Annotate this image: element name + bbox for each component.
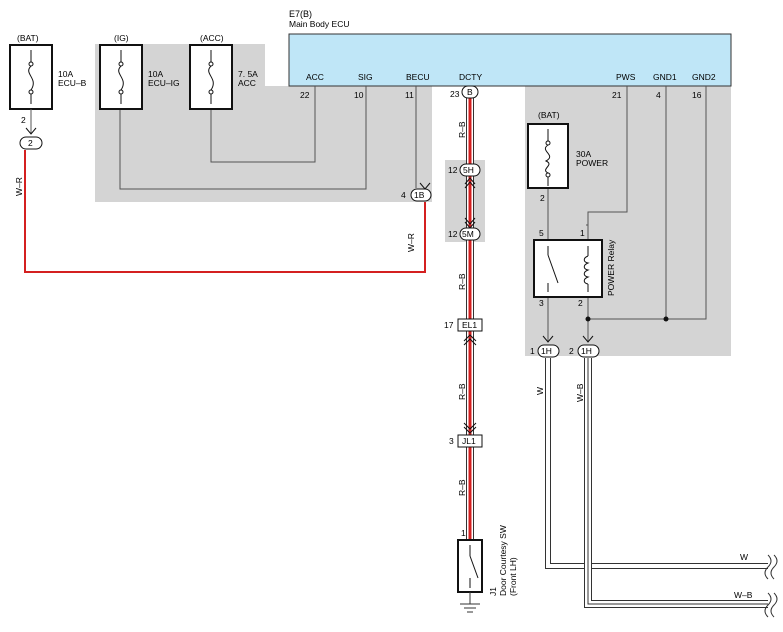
w-b-harness — [584, 358, 768, 608]
fuse-ecu-b: (BAT) 10A ECU–B 2 2 — [9, 33, 87, 150]
wire-label-w-b-out: W–B — [734, 590, 753, 600]
fuse-acc-source: (ACC) — [200, 33, 224, 43]
ecu-pin-label-dcty: DCTY — [459, 72, 482, 82]
ecu-pin-label-becu: BECU — [406, 72, 430, 82]
wire-label-w-b: W–B — [575, 383, 585, 402]
fuse-ecu-ig-rating: 10A — [148, 69, 163, 79]
ecu-connector-id: E7(B) — [289, 9, 312, 19]
connector-el1-pin: 17 — [444, 320, 454, 330]
connector-5m-label: 5M — [462, 229, 474, 239]
wire-color-labels: W–R W–R R–B R–B R–B R–B W W–B W W–B — [14, 121, 753, 600]
connector-5h-pin: 12 — [448, 165, 458, 175]
connector-5h-label: 5H — [463, 165, 474, 175]
connector-1h-a-label: 1H — [541, 346, 552, 356]
connector-jl1-pin: 3 — [449, 436, 454, 446]
connector-1h-b-label: 1H — [581, 346, 592, 356]
wire-label-w-out: W — [740, 552, 748, 562]
fuse-ecu-b-name: ECU–B — [58, 78, 87, 88]
fuse-acc-name: ACC — [238, 78, 256, 88]
ecu-pin-number-4: 4 — [656, 90, 661, 100]
fuse-acc: (ACC) 7. 5A ACC — [189, 33, 258, 110]
wire-label-w-r-1: W–R — [14, 177, 24, 196]
connector-jl1-label: JL1 — [462, 436, 476, 446]
ecu-pin-label-acc: ACC — [306, 72, 324, 82]
relay-pin-5: 5 — [539, 228, 544, 238]
fuse-ecu-b-out-pin: 2 — [21, 115, 26, 125]
wire-label-r-b-2: R–B — [457, 273, 467, 290]
ecu-pin-number-10: 10 — [354, 90, 364, 100]
connector-jl1: JL1 3 — [449, 422, 483, 448]
wire-label-w: W — [535, 387, 545, 395]
thin-wires — [119, 86, 707, 342]
wire-label-w-r-2: W–R — [406, 233, 416, 252]
relay-pin-3: 3 — [539, 298, 544, 308]
ecu-pin-label-pws: PWS — [616, 72, 636, 82]
connector-1h-pin2: 1H 2 — [569, 335, 600, 358]
ecu-pin-number-16: 16 — [692, 90, 702, 100]
fuse-ecu-ig-name: ECU–IG — [148, 78, 180, 88]
connector-dcty-b: B — [461, 85, 479, 99]
relay-name: POWER Relay — [606, 239, 616, 296]
fuse-power-out-pin: 2 — [540, 193, 545, 203]
connector-5m-pin: 12 — [448, 229, 458, 239]
connector-1b-label: 1B — [414, 190, 425, 200]
connector-el1: EL1 17 — [444, 318, 483, 346]
wire-label-r-b-1: R–B — [457, 121, 467, 138]
ecu-pin-label-sig: SIG — [358, 72, 373, 82]
ecu-pin-label-gnd2: GND2 — [692, 72, 716, 82]
ecu-pin-number-23: 23 — [450, 89, 460, 99]
junction-dots — [585, 316, 669, 322]
ecu-name: Main Body ECU — [289, 19, 349, 29]
power-relay: 5 1 3 2 POWER Relay — [533, 228, 616, 308]
connector-el1-label: EL1 — [462, 320, 477, 330]
fuse-ecu-ig-source: (IG) — [114, 33, 129, 43]
fuse-ecu-b-source: (BAT) — [17, 33, 39, 43]
connector-5h: 5H 12 — [448, 163, 481, 189]
fuse-ecu-b-rating: 10A — [58, 69, 73, 79]
ecu-box — [288, 33, 732, 87]
connector-1b-pin: 4 — [401, 190, 406, 200]
ecu-pin-number-22: 22 — [300, 90, 310, 100]
ecu-pin-number-11: 11 — [405, 90, 414, 100]
door-switch-pin: 1 — [461, 528, 466, 538]
fuse-acc-rating: 7. 5A — [238, 69, 258, 79]
wire-label-r-b-3: R–B — [457, 383, 467, 400]
relay-pin-1: 1 — [580, 228, 585, 238]
door-switch-position: (Front LH) — [508, 557, 518, 596]
w-r-harness — [22, 150, 428, 275]
shaded-areas — [95, 44, 731, 356]
ecu-pin-number-21: 21 — [612, 90, 622, 100]
connector-5m: 5M 12 — [448, 217, 481, 241]
main-body-ecu: E7(B) Main Body ECU ACC SIG BECU DCTY PW… — [288, 9, 732, 100]
door-courtesy-switch: 1 J1 Door Courtesy SW (Front LH) — [457, 525, 518, 613]
door-switch-connector: J1 — [488, 587, 498, 596]
fuse-power-rating: 30A — [576, 149, 591, 159]
wire-label-r-b-4: R–B — [457, 479, 467, 496]
fuse-ecu-ig: (IG) 10A ECU–IG — [99, 33, 180, 110]
connector-2-label: 2 — [28, 138, 33, 148]
cable-break-marks — [764, 554, 778, 618]
connector-1b: 1B 4 — [401, 182, 432, 202]
connector-1h-a-pin: 1 — [530, 346, 535, 356]
fuse-power-source: (BAT) — [538, 110, 560, 120]
ecu-pin-label-gnd1: GND1 — [653, 72, 677, 82]
relay-pin-2: 2 — [578, 298, 583, 308]
w-harness — [545, 358, 768, 569]
connector-1h-pin1: 1H 1 — [530, 335, 560, 358]
fuse-power-name: POWER — [576, 158, 608, 168]
fuse-power: (BAT) 30A POWER 2 — [527, 110, 608, 203]
connector-dcty-label: B — [467, 87, 473, 97]
connector-1h-b-pin: 2 — [569, 346, 574, 356]
door-switch-name: Door Courtesy SW — [498, 525, 508, 596]
